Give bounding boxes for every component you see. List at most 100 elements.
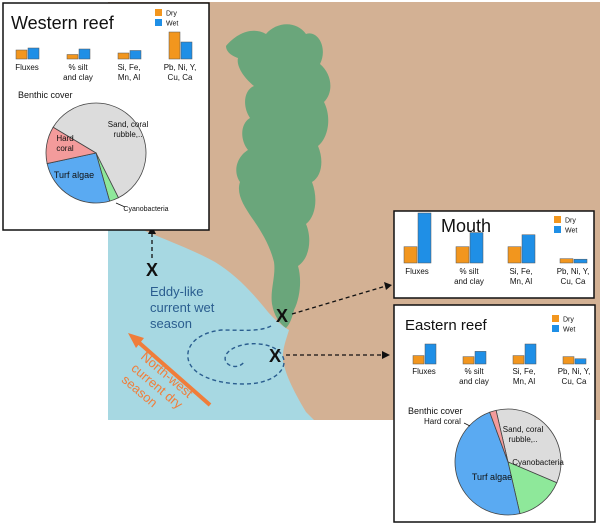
category-label-1-line: % silt (464, 367, 484, 376)
legend-dry-label: Dry (166, 11, 177, 18)
category-label-2: Si, Fe,Mn, Al (512, 367, 535, 386)
bar-wet-3 (574, 358, 587, 365)
pie-label-line: Hard coral (424, 417, 461, 426)
bar-dry-3 (562, 356, 575, 365)
pie-label-line: coral (56, 144, 74, 153)
eddy-label-line-3: season (150, 316, 192, 331)
category-label-1-line: and clay (63, 73, 93, 82)
sea (108, 212, 314, 420)
legend-dry-swatch (552, 315, 559, 322)
bar-wet-0 (424, 343, 437, 365)
bar-dry-0 (15, 49, 28, 60)
category-label-2: Si, Fe,Mn, Al (117, 63, 140, 82)
pie-label-line: Turf algae (54, 170, 94, 180)
eddy-current-path (187, 325, 285, 385)
pie-slice-3 (45, 126, 98, 165)
bar-dry-3 (559, 258, 574, 264)
category-label-3-line: Pb, Ni, Y, (164, 63, 197, 72)
category-label-1-line: and clay (459, 377, 489, 386)
pie-label-2: Turf algae (472, 472, 512, 482)
pie-label-2: Turf algae (54, 170, 94, 180)
legend-dry-label: Dry (565, 218, 576, 225)
pie-label-line: Cyanobacteria (123, 206, 168, 213)
pie-label-line: rubble,.. (114, 130, 143, 139)
bar-wet-2 (524, 343, 537, 365)
category-label-0-line: Fluxes (412, 367, 436, 376)
category-label-3-line: Cu, Ca (168, 73, 193, 82)
river-estuary (226, 24, 331, 328)
pie-label-line: Sand, coral (503, 425, 544, 434)
legend-dry-swatch (554, 216, 561, 223)
category-label-3-line: Pb, Ni, Y, (558, 367, 591, 376)
bar-dry-1 (66, 54, 79, 60)
bar-wet-1 (469, 232, 484, 264)
eastern-benthic-title: Benthic cover (408, 406, 463, 416)
legend-wet-swatch (552, 325, 559, 332)
category-label-0: Fluxes (15, 63, 39, 72)
category-label-2-line: Mn, Al (510, 277, 532, 286)
bar-dry-2 (512, 355, 525, 365)
legend-dry-label: Dry (563, 317, 574, 324)
category-label-3: Pb, Ni, Y,Cu, Ca (164, 63, 197, 82)
category-label-2-line: Mn, Al (118, 73, 140, 82)
pie-leader-3 (463, 422, 471, 427)
pie-slice-2 (454, 411, 521, 516)
pie-label-3: Hard coral (424, 417, 461, 426)
eastern-reef-title: Eastern reef (405, 317, 488, 334)
bar-wet-1 (474, 351, 487, 365)
western-marker: X (146, 260, 158, 280)
bar-wet-2 (521, 234, 536, 264)
category-label-0: Fluxes (412, 367, 436, 376)
category-label-1-line: % silt (459, 267, 479, 276)
pie-label-line: Hard (56, 134, 73, 143)
bar-wet-3 (180, 41, 193, 60)
western-reef-title: Western reef (11, 13, 115, 33)
category-label-2-line: Si, Fe, (512, 367, 535, 376)
category-label-3: Pb, Ni, Y,Cu, Ca (558, 367, 591, 386)
bar-dry-3 (168, 31, 181, 60)
bar-wet-3 (573, 258, 588, 264)
pie-slice-1 (507, 461, 558, 515)
pie-slice-3 (489, 409, 509, 463)
category-label-0-line: Fluxes (15, 63, 39, 72)
category-label-2: Si, Fe,Mn, Al (509, 267, 532, 286)
category-label-3-line: Cu, Ca (561, 277, 586, 286)
mouth-marker: X (276, 306, 288, 326)
pie-label-line: Turf algae (472, 472, 512, 482)
bar-dry-2 (507, 246, 522, 264)
bar-wet-2 (129, 50, 142, 60)
arrowhead-east (382, 351, 390, 359)
category-label-3-line: Pb, Ni, Y, (557, 267, 590, 276)
bar-dry-2 (117, 52, 130, 60)
legend-wet-swatch (155, 19, 162, 26)
pie-slice-0 (495, 408, 562, 484)
arrow-head (128, 333, 144, 348)
bar-wet-1 (78, 48, 91, 60)
legend-wet-label: Wet (563, 327, 575, 334)
category-label-2-line: Si, Fe, (117, 63, 140, 72)
pie-label-line: Cyanobacteria (512, 458, 564, 467)
pie-slice-0 (52, 102, 147, 199)
pie-label-line: Sand, coral (108, 120, 149, 129)
arrowhead-mouth (384, 282, 392, 290)
pie-slice-2 (46, 152, 111, 204)
pie-label-line: rubble,.. (509, 435, 538, 444)
legend-wet-label: Wet (565, 228, 577, 235)
pie-label-1: Cyanobacteria (512, 458, 564, 467)
category-label-1-line: and clay (454, 277, 484, 286)
north-west-current-arrow (134, 338, 212, 407)
pie-label-3: Cyanobacteria (123, 206, 168, 213)
eastern-marker: X (269, 346, 281, 366)
bar-wet-0 (27, 47, 40, 60)
eddy-label: Eddy-like current wet season (150, 284, 218, 331)
category-label-3: Pb, Ni, Y,Cu, Ca (557, 267, 590, 286)
bar-dry-0 (403, 246, 418, 264)
